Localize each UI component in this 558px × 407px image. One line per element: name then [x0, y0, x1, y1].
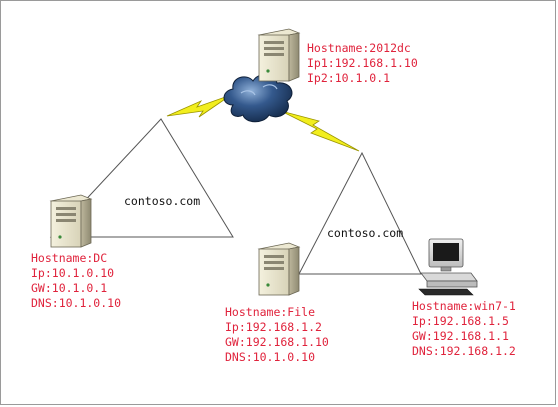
- node-info-line: Ip1:192.168.1.10: [307, 56, 418, 70]
- right-domain-triangle: [298, 151, 422, 275]
- node-info-line: Ip:10.1.0.10: [31, 266, 115, 280]
- node-hostname: Hostname:File: [225, 305, 316, 319]
- node-win7-info: Hostname:win7-1 Ip:192.168.1.5 GW:192.16…: [412, 299, 516, 359]
- node-2012dc-info: Hostname:2012dc Ip1:192.168.1.10 Ip2:10.…: [307, 41, 418, 86]
- node-info-line: DNS:10.1.0.10: [225, 350, 316, 364]
- node-info-line: DNS:192.168.1.2: [412, 344, 516, 358]
- node-info-line: GW:192.168.1.1: [412, 329, 509, 343]
- node-info-line: GW:10.1.0.1: [31, 281, 108, 295]
- node-hostname: Hostname:2012dc: [307, 41, 411, 55]
- node-info-line: Ip:192.168.1.5: [412, 314, 509, 328]
- node-hostname: Hostname:DC: [31, 251, 108, 265]
- lightning-link-right-icon: [280, 110, 360, 152]
- node-info-line: GW:192.168.1.10: [225, 335, 329, 349]
- right-domain-label: contoso.com: [327, 226, 404, 240]
- desktop-computer-win7-icon: [418, 238, 478, 296]
- server-dc-icon: [49, 194, 93, 248]
- left-domain-label: contoso.com: [124, 194, 201, 208]
- node-dc-info: Hostname:DC Ip:10.1.0.10 GW:10.1.0.1 DNS…: [31, 251, 121, 311]
- node-info-line: Ip2:10.1.0.1: [307, 71, 391, 85]
- network-cloud-icon: [223, 74, 293, 123]
- server-2012dc-icon: [257, 28, 301, 82]
- lightning-link-left-icon: [166, 94, 232, 118]
- node-info-line: DNS:10.1.0.10: [31, 296, 122, 310]
- node-file-info: Hostname:File Ip:192.168.1.2 GW:192.168.…: [225, 305, 329, 365]
- left-domain-triangle: [49, 118, 234, 238]
- node-info-line: Ip:192.168.1.2: [225, 320, 322, 334]
- server-file-icon: [257, 242, 301, 296]
- node-hostname: Hostname:win7-1: [412, 299, 516, 313]
